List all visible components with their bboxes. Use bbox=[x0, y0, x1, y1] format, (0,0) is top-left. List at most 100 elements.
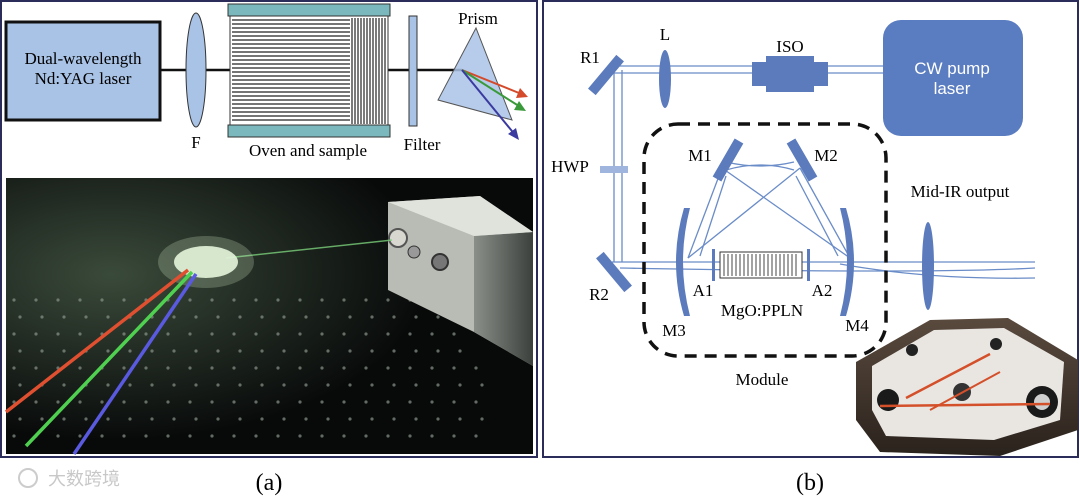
table-hole bbox=[370, 417, 374, 421]
table-hole bbox=[128, 383, 132, 387]
table-hole bbox=[320, 332, 324, 336]
table-hole bbox=[386, 332, 390, 336]
table-hole bbox=[452, 366, 456, 370]
table-hole bbox=[210, 400, 214, 404]
table-hole bbox=[364, 332, 368, 336]
table-hole bbox=[18, 315, 22, 319]
table-hole bbox=[18, 417, 22, 421]
table-hole bbox=[348, 315, 352, 319]
table-hole bbox=[386, 366, 390, 370]
table-hole bbox=[40, 315, 44, 319]
table-hole bbox=[122, 434, 126, 438]
lens-f-label: F bbox=[191, 133, 200, 152]
table-hole bbox=[78, 332, 82, 336]
output-port bbox=[388, 228, 408, 248]
table-hole bbox=[194, 315, 198, 319]
m2-label: M2 bbox=[814, 146, 838, 165]
table-hole bbox=[342, 434, 346, 438]
mgo-ppln-crystal bbox=[712, 249, 810, 281]
table-hole bbox=[18, 383, 22, 387]
table-hole bbox=[254, 332, 258, 336]
table-hole bbox=[56, 332, 60, 336]
laser-label-line1: Dual-wavelength bbox=[24, 49, 142, 68]
table-hole bbox=[84, 315, 88, 319]
table-hole bbox=[172, 315, 176, 319]
mirror-m3 bbox=[676, 208, 690, 316]
arrow-green bbox=[514, 101, 526, 111]
table-hole bbox=[370, 349, 374, 353]
beam-paths bbox=[612, 65, 1036, 279]
r2-label: R2 bbox=[589, 285, 609, 304]
table-hole bbox=[216, 383, 220, 387]
table-hole bbox=[430, 434, 434, 438]
table-hole bbox=[298, 298, 302, 302]
arrow-blue bbox=[508, 128, 519, 140]
table-hole bbox=[106, 349, 110, 353]
table-hole bbox=[128, 417, 132, 421]
table-hole bbox=[474, 434, 478, 438]
beam-red bbox=[461, 69, 525, 96]
table-hole bbox=[282, 383, 286, 387]
table-hole bbox=[78, 366, 82, 370]
table-hole bbox=[436, 315, 440, 319]
table-hole bbox=[78, 400, 82, 404]
table-hole bbox=[254, 434, 258, 438]
iso-label: ISO bbox=[776, 37, 803, 56]
table-hole bbox=[166, 366, 170, 370]
table-hole bbox=[166, 434, 170, 438]
table-hole bbox=[304, 417, 308, 421]
table-hole bbox=[320, 434, 324, 438]
table-hole bbox=[238, 349, 242, 353]
table-hole bbox=[56, 298, 60, 302]
table-hole bbox=[304, 315, 308, 319]
table-hole bbox=[414, 417, 418, 421]
table-hole bbox=[260, 315, 264, 319]
table-hole bbox=[122, 366, 126, 370]
prism bbox=[437, 26, 513, 121]
table-hole bbox=[436, 349, 440, 353]
table-hole bbox=[150, 383, 154, 387]
photo-beam-green bbox=[24, 270, 194, 448]
table-hole bbox=[18, 349, 22, 353]
mirror-r1 bbox=[588, 54, 624, 96]
a2-plate bbox=[807, 249, 810, 281]
photo-laser-setup bbox=[4, 178, 533, 455]
table-hole bbox=[430, 366, 434, 370]
table-hole bbox=[474, 366, 478, 370]
table-hole bbox=[458, 417, 462, 421]
table-hole bbox=[304, 349, 308, 353]
table-hole bbox=[342, 298, 346, 302]
table-hole bbox=[100, 434, 104, 438]
table-hole bbox=[430, 332, 434, 336]
table-hole bbox=[144, 366, 148, 370]
table-hole bbox=[276, 332, 280, 336]
a1-label: A1 bbox=[693, 281, 714, 300]
table-hole bbox=[392, 383, 396, 387]
crystal-glow bbox=[174, 246, 238, 278]
table-hole bbox=[238, 417, 242, 421]
table-hole bbox=[12, 298, 16, 302]
table-hole bbox=[62, 349, 66, 353]
panel-a: Dual-wavelength Nd:YAG laser F Oven and … bbox=[0, 0, 538, 496]
table-hole bbox=[232, 332, 236, 336]
table-hole bbox=[238, 315, 242, 319]
table-hole bbox=[408, 400, 412, 404]
lens-f bbox=[185, 12, 207, 128]
filter-label: Filter bbox=[404, 135, 441, 154]
table-hole bbox=[260, 349, 264, 353]
table-hole bbox=[40, 417, 44, 421]
table-hole bbox=[128, 349, 132, 353]
table-hole bbox=[232, 366, 236, 370]
table-hole bbox=[282, 349, 286, 353]
table-hole bbox=[150, 417, 154, 421]
table-hole bbox=[386, 298, 390, 302]
table-hole bbox=[364, 298, 368, 302]
table-hole bbox=[106, 383, 110, 387]
table-hole bbox=[320, 366, 324, 370]
ppln-grating bbox=[723, 254, 797, 276]
table-hole bbox=[452, 400, 456, 404]
table-hole bbox=[84, 417, 88, 421]
table-hole bbox=[392, 417, 396, 421]
table-hole bbox=[194, 349, 198, 353]
photo-beam-red bbox=[4, 268, 190, 414]
